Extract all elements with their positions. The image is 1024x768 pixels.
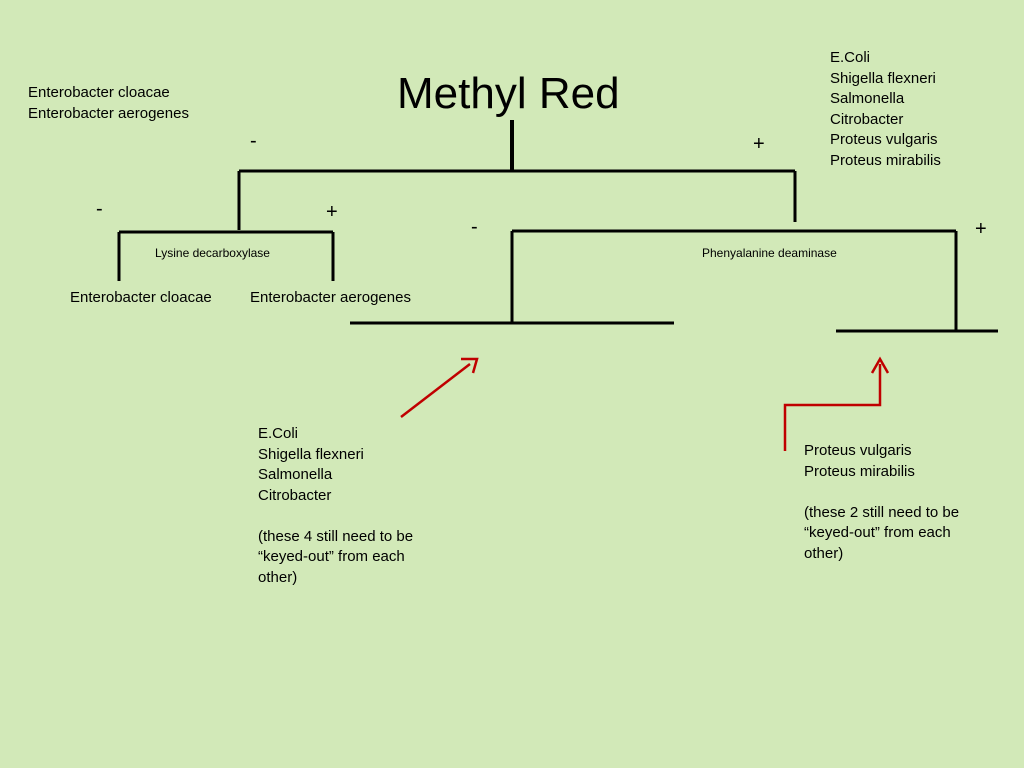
methyl-red-positive-organisms: E.Coli Shigella flexneri Salmonella Citr… — [830, 49, 941, 169]
phenylalanine-negative-sign: - — [471, 216, 478, 238]
lysine-negative-result: Enterobacter cloacae — [70, 289, 212, 306]
methyl-red-positive-sign: + — [753, 133, 765, 155]
page-title: Methyl Red — [397, 69, 620, 118]
negative-group-arrow-shaft — [400, 363, 471, 418]
lysine-positive-result: Enterobacter aerogenes — [250, 289, 411, 306]
negative-group-arrow-head — [461, 357, 479, 374]
methyl-red-negative-sign: - — [250, 130, 257, 152]
negative-group-note: E.Coli Shigella flexneri Salmonella Citr… — [258, 425, 414, 586]
lysine-positive-sign: + — [326, 201, 338, 223]
phenylalanine-positive-sign: + — [975, 218, 987, 240]
positive-group-note: Proteus vulgaris Proteus mirabilis (thes… — [804, 442, 960, 562]
lysine-negative-sign: - — [96, 198, 103, 220]
phenylalanine-deaminase-label: Phenyalanine deaminase — [702, 246, 837, 260]
positive-group-arrow-head — [870, 356, 890, 374]
positive-group-arrow-shaft — [783, 364, 882, 451]
methyl-red-negative-organisms: Enterobacter cloacae Enterobacter aeroge… — [28, 84, 189, 122]
lysine-decarboxylase-label: Lysine decarboxylase — [155, 246, 270, 260]
